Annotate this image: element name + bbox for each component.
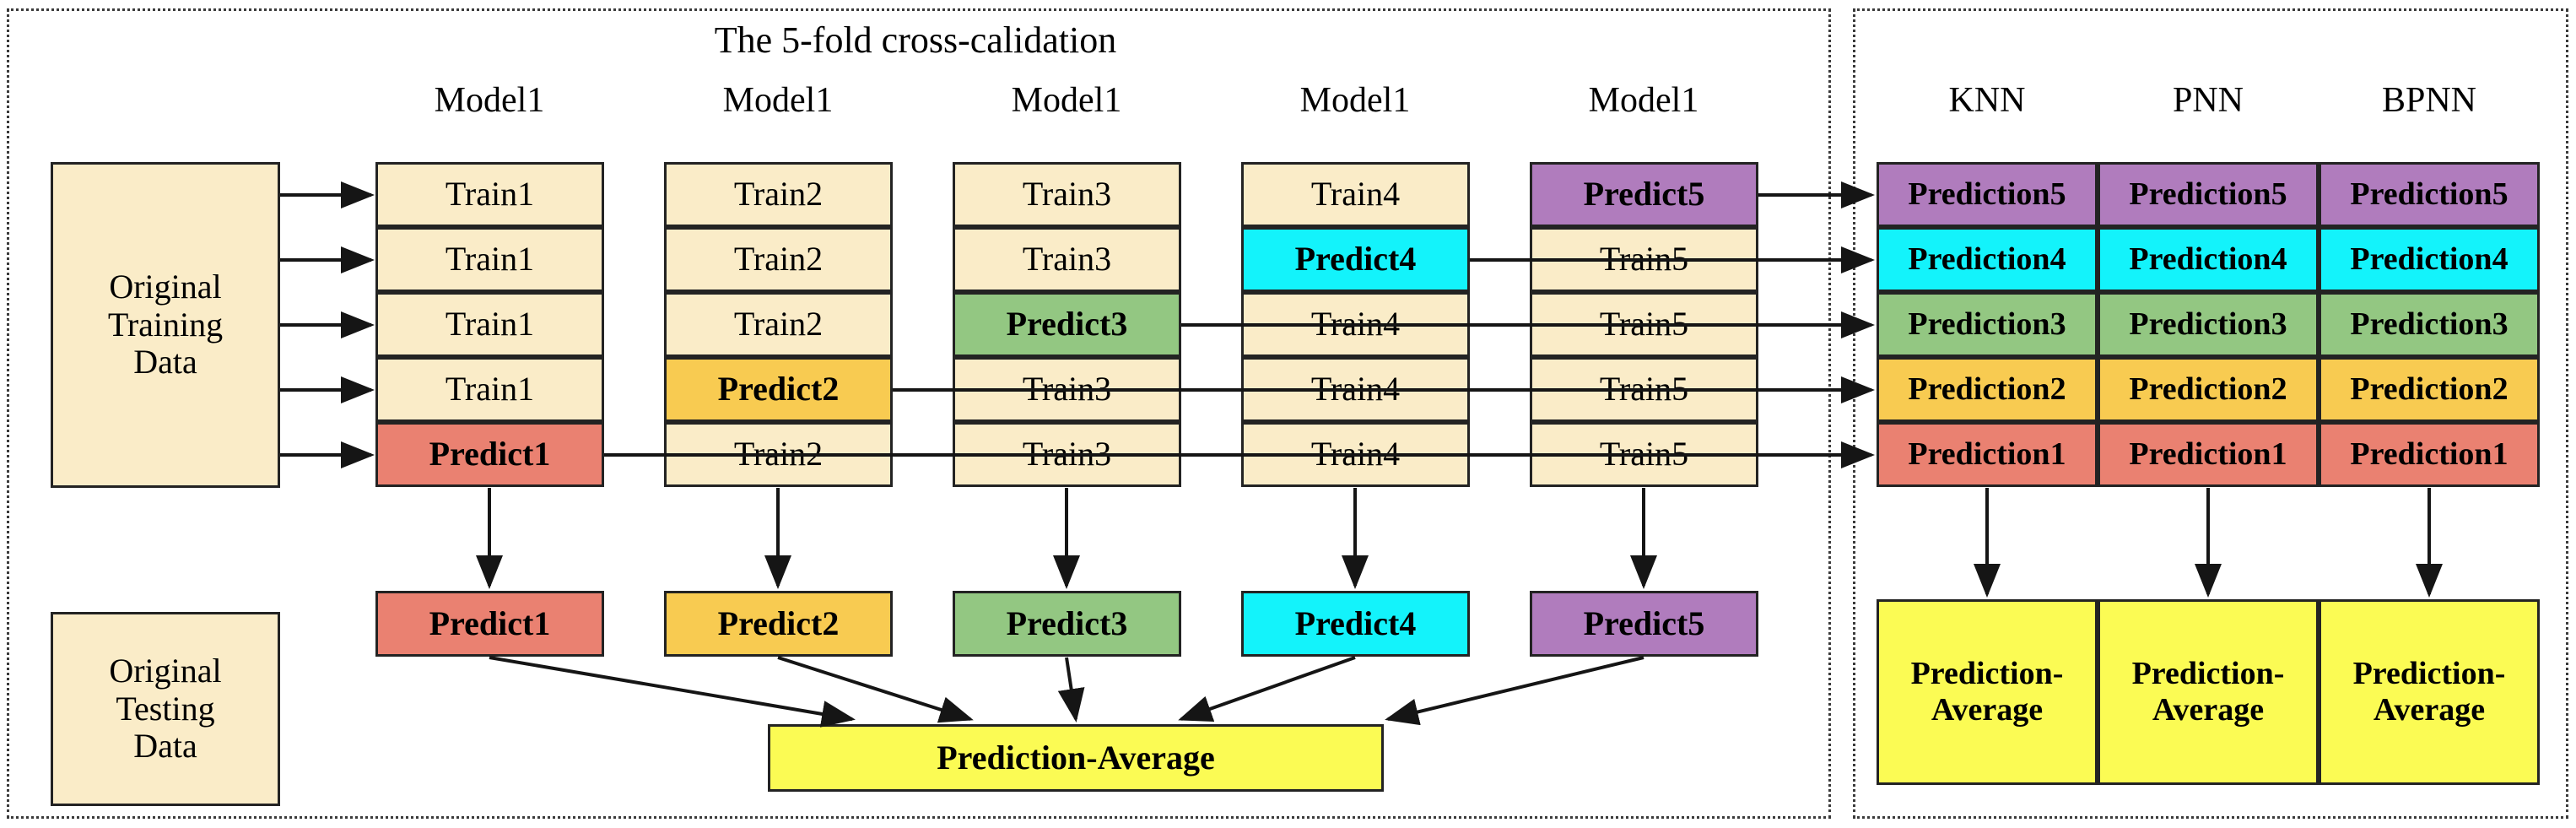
fold-cell: Train4 [1241, 422, 1470, 487]
prediction-matrix-cell: Prediction4 [1877, 227, 2098, 292]
fold-cell-predict: Predict1 [375, 422, 604, 487]
predict-result-box: Predict3 [953, 591, 1181, 657]
training-label-line-1: Original [109, 267, 222, 306]
avg-line-1: Prediction- [2352, 656, 2506, 692]
fold-cell: Train5 [1530, 292, 1758, 357]
fold-cell: Train2 [664, 162, 893, 227]
diagram-title: The 5-fold cross-calidation [714, 19, 1117, 61]
fold-cell: Train2 [664, 292, 893, 357]
fold-cell: Train1 [375, 227, 604, 292]
original-training-data-box: Original Training Data [51, 162, 280, 488]
prediction-matrix-cell: Prediction2 [1877, 357, 2098, 422]
training-label-line-3: Data [133, 343, 197, 382]
predict-result-box: Predict1 [375, 591, 604, 657]
prediction-matrix-cell: Prediction1 [2098, 422, 2319, 487]
fold-cell: Train2 [664, 422, 893, 487]
prediction-matrix-cell: Prediction3 [2319, 292, 2540, 357]
model-header-3: Model1 [1011, 81, 1122, 120]
prediction-matrix-cell: Prediction5 [2319, 162, 2540, 227]
fold-cell: Train2 [664, 227, 893, 292]
fold-cell: Train3 [953, 357, 1181, 422]
model-header-1: Model1 [434, 81, 545, 120]
prediction-matrix-cell: Prediction3 [1877, 292, 2098, 357]
testing-label-line-2: Testing [116, 689, 215, 728]
prediction-matrix-cell: Prediction2 [2319, 357, 2540, 422]
fold-cell: Train4 [1241, 292, 1470, 357]
testing-label-line-1: Original [109, 651, 222, 690]
fold-cell-predict: Predict5 [1530, 162, 1758, 227]
training-label-line-2: Training [107, 305, 224, 344]
prediction-average-cell: Prediction- Average [1877, 599, 2098, 785]
prediction-matrix-cell: Prediction1 [2319, 422, 2540, 487]
prediction-matrix-cell: Prediction5 [1877, 162, 2098, 227]
fold-cell-predict: Predict2 [664, 357, 893, 422]
predict-result-box: Predict2 [664, 591, 893, 657]
algorithm-header-pnn: PNN [2172, 81, 2244, 120]
fold-cell-predict: Predict4 [1241, 227, 1470, 292]
fold-cell: Train5 [1530, 227, 1758, 292]
original-testing-data-box: Original Testing Data [51, 612, 280, 806]
model-header-2: Model1 [722, 81, 834, 120]
prediction-average-cell: Prediction- Average [2098, 599, 2319, 785]
prediction-matrix-cell: Prediction2 [2098, 357, 2319, 422]
avg-line-1: Prediction- [2131, 656, 2285, 692]
model-header-5: Model1 [1588, 81, 1699, 120]
avg-line-2: Average [2373, 692, 2486, 728]
fold-cell: Train3 [953, 422, 1181, 487]
avg-line-2: Average [2152, 692, 2265, 728]
predict-result-box: Predict5 [1530, 591, 1758, 657]
fold-cell: Train1 [375, 357, 604, 422]
prediction-matrix-cell: Prediction4 [2319, 227, 2540, 292]
prediction-matrix-cell: Prediction3 [2098, 292, 2319, 357]
fold-cell: Train1 [375, 162, 604, 227]
fold-cell: Train1 [375, 292, 604, 357]
fold-cell-predict: Predict3 [953, 292, 1181, 357]
fold-cell: Train3 [953, 162, 1181, 227]
algorithm-header-knn: KNN [1948, 81, 2026, 120]
model-header-4: Model1 [1299, 81, 1411, 120]
fold-cell: Train4 [1241, 162, 1470, 227]
prediction-average-cell: Prediction- Average [2319, 599, 2540, 785]
prediction-matrix-cell: Prediction4 [2098, 227, 2319, 292]
prediction-average-box: Prediction-Average [768, 724, 1384, 792]
avg-line-1: Prediction- [1910, 656, 2064, 692]
algorithm-header-bpnn: BPNN [2381, 81, 2477, 120]
avg-line-2: Average [1931, 692, 2044, 728]
fold-cell: Train5 [1530, 357, 1758, 422]
prediction-matrix-cell: Prediction1 [1877, 422, 2098, 487]
fold-cell: Train4 [1241, 357, 1470, 422]
predict-result-box: Predict4 [1241, 591, 1470, 657]
fold-cell: Train5 [1530, 422, 1758, 487]
right-panel-frame [1853, 8, 2568, 819]
prediction-matrix-cell: Prediction5 [2098, 162, 2319, 227]
left-panel-frame [7, 8, 1831, 819]
fold-cell: Train3 [953, 227, 1181, 292]
testing-label-line-3: Data [133, 727, 197, 766]
